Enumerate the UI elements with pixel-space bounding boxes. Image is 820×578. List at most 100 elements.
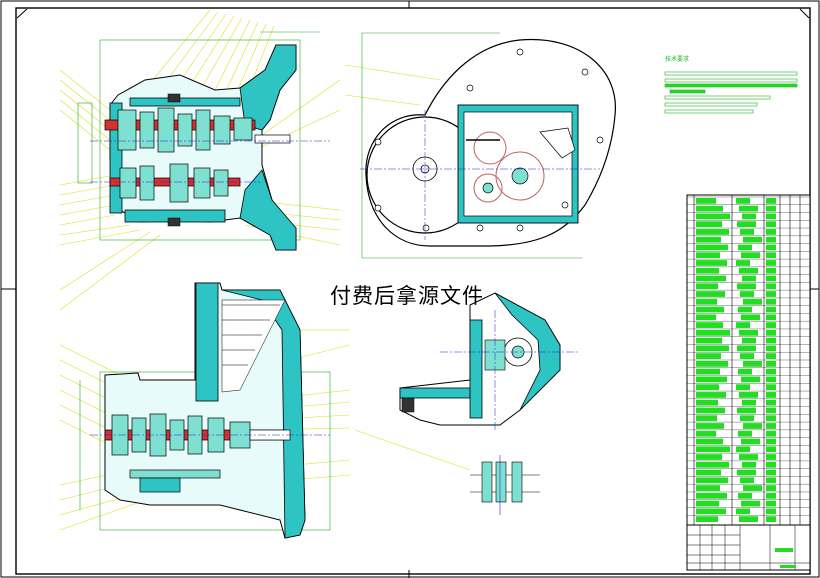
table-row-qty [766, 283, 776, 290]
table-row-name [696, 198, 716, 204]
table-row-qty [766, 361, 776, 367]
table-row-name [696, 438, 723, 445]
table-row-qty [766, 384, 776, 391]
table-row-name [696, 361, 728, 367]
table-row-name [696, 260, 727, 266]
table-row-name [696, 337, 722, 344]
table-row-name [696, 283, 718, 290]
table-row-qty [766, 213, 776, 220]
table-row-qty [766, 415, 776, 422]
table-row-material [740, 415, 754, 422]
gear-cluster-lower [109, 163, 241, 203]
table-row-material [738, 306, 752, 313]
table-row-qty [766, 461, 776, 468]
table-row-name [696, 423, 724, 429]
view-end [344, 32, 616, 259]
table-row-name [696, 252, 720, 259]
table-row-qty [766, 500, 776, 507]
table-row-material [736, 198, 750, 204]
table-row-material [738, 368, 752, 375]
view-partial [399, 292, 580, 515]
table-row-qty [766, 337, 776, 344]
table-row-qty [766, 485, 776, 491]
table-row-name [696, 205, 723, 212]
table-row-material [739, 329, 758, 336]
table-row-qty [766, 221, 776, 228]
table-row-qty [766, 516, 776, 522]
table-row-material [739, 516, 758, 522]
table-row-qty [766, 291, 776, 297]
table-row-name [696, 485, 720, 491]
table-row-name [696, 492, 727, 499]
table-row-qty [766, 407, 776, 414]
table-row-name [696, 306, 724, 313]
table-row-name [696, 384, 719, 391]
table-row-qty [766, 298, 776, 305]
table-row-material [739, 267, 758, 274]
table-row-name [696, 229, 729, 235]
table-row-qty [766, 430, 776, 437]
table-row-qty [766, 399, 776, 406]
table-row-qty [766, 454, 776, 460]
table-row-name [696, 430, 716, 437]
table-row-material [743, 236, 762, 243]
table-row-material [741, 500, 760, 507]
table-row-name [696, 267, 719, 274]
table-row-material [736, 446, 750, 453]
table-row-name [696, 236, 721, 243]
table-row-material [737, 221, 756, 228]
table-row-qty [766, 236, 776, 243]
table-row-qty [766, 198, 776, 204]
table-row-name [696, 353, 721, 359]
table-row-name [696, 322, 723, 328]
table-row-name [696, 298, 717, 305]
table-row-material [738, 492, 752, 499]
table-row-material [742, 399, 756, 406]
table-row-name [696, 244, 728, 251]
view-main-section [59, 9, 341, 311]
table-row-name [696, 508, 726, 515]
table-row-name [696, 291, 725, 297]
table-row-name [696, 461, 729, 468]
table-row-name [696, 314, 716, 321]
table-row-material [736, 508, 750, 515]
table-row-material [740, 291, 754, 297]
table-row-material [741, 252, 760, 259]
table-row-material [740, 229, 754, 235]
table-row-qty [766, 229, 776, 235]
table-row-qty [766, 492, 776, 499]
table-row-name [696, 376, 727, 383]
technical-notes-lines [664, 71, 798, 114]
table-row-qty [766, 306, 776, 313]
table-row-qty [766, 376, 776, 383]
table-row-material [741, 314, 760, 321]
table-row-material [737, 469, 756, 476]
table-row-qty [766, 244, 776, 251]
table-row-qty [766, 392, 776, 398]
table-row-name [696, 221, 722, 228]
table-row-qty [766, 446, 776, 453]
table-row-qty [766, 353, 776, 359]
table-row-material [736, 260, 750, 266]
table-row-material [741, 438, 760, 445]
table-row-material [741, 376, 760, 383]
table-row-material [742, 461, 756, 468]
table-row-material [742, 275, 756, 282]
table-row-qty [766, 252, 776, 259]
table-row-qty [766, 322, 776, 328]
table-row-qty [766, 477, 776, 484]
table-row-name [696, 392, 726, 398]
table-row-name [696, 329, 730, 336]
table-row-material [740, 353, 754, 359]
table-row-name [696, 516, 718, 522]
table-row-material [737, 407, 756, 414]
table-row-qty [766, 345, 776, 352]
table-row-name [696, 415, 717, 422]
table-row-qty [766, 329, 776, 336]
table-row-qty [766, 275, 776, 282]
table-row-qty [766, 423, 776, 429]
table-row-material [743, 361, 762, 367]
table-row-name [696, 477, 728, 484]
table-row-material [737, 283, 756, 290]
